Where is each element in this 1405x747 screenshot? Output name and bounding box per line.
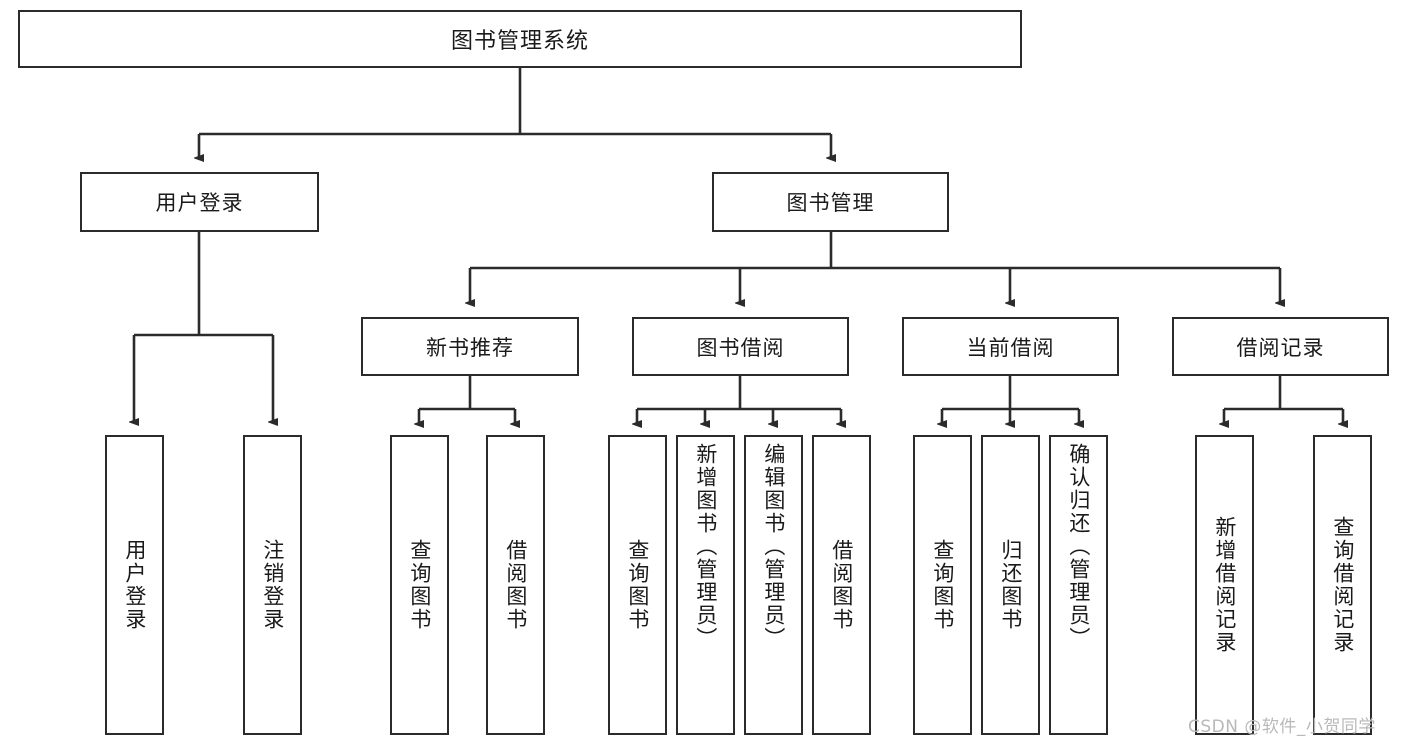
leaf-record-query-record[interactable]: 查询借阅记录	[1313, 435, 1372, 735]
node-borrow-record-label: 借阅记录	[1236, 335, 1325, 360]
leaf-label: 查询图书	[930, 539, 955, 631]
leaf-label: 借阅图书	[503, 539, 528, 631]
leaf-label: 借阅图书	[829, 539, 854, 631]
leaf-current-return-book[interactable]: 归还图书	[981, 435, 1040, 735]
leaf-new-book-query-book[interactable]: 查询图书	[390, 435, 449, 735]
node-book-management[interactable]: 图书管理	[712, 172, 949, 232]
leaf-label: 新增图书（管理员）	[693, 443, 718, 650]
leaf-record-add-record[interactable]: 新增借阅记录	[1195, 435, 1254, 735]
leaf-current-query-book[interactable]: 查询图书	[913, 435, 972, 735]
node-book-management-label: 图书管理	[786, 191, 875, 215]
node-root-label: 图书管理系统	[450, 29, 589, 54]
leaf-new-book-borrow-book[interactable]: 借阅图书	[486, 435, 545, 735]
node-current-borrow[interactable]: 当前借阅	[902, 317, 1119, 376]
leaf-label: 确认归还（管理员）	[1066, 443, 1091, 650]
node-new-book-recommend-label: 新书推荐	[426, 335, 514, 360]
node-user-login-label: 用户登录	[155, 191, 244, 215]
leaf-label: 新增借阅记录	[1212, 516, 1237, 654]
node-user-login[interactable]: 用户登录	[80, 172, 319, 232]
leaf-label: 编辑图书（管理员）	[761, 443, 786, 650]
node-new-book-recommend[interactable]: 新书推荐	[361, 317, 579, 376]
node-book-borrow-label: 图书借阅	[696, 335, 785, 360]
leaf-label: 注销登录	[260, 539, 285, 631]
leaf-borrow-add-book-admin[interactable]: 新增图书（管理员）	[676, 435, 735, 735]
leaf-borrow-query-book[interactable]: 查询图书	[608, 435, 667, 735]
leaf-user-login-login[interactable]: 用户登录	[105, 435, 164, 735]
node-current-borrow-label: 当前借阅	[966, 335, 1055, 360]
leaf-label: 归还图书	[998, 539, 1023, 631]
leaf-borrow-borrow-book[interactable]: 借阅图书	[812, 435, 871, 735]
leaf-current-confirm-return-admin[interactable]: 确认归还（管理员）	[1049, 435, 1108, 735]
node-book-borrow[interactable]: 图书借阅	[632, 317, 849, 376]
leaf-user-login-logout[interactable]: 注销登录	[243, 435, 302, 735]
leaf-label: 查询图书	[625, 539, 650, 631]
leaf-label: 查询借阅记录	[1330, 516, 1355, 654]
leaf-label: 查询图书	[407, 539, 432, 631]
node-root[interactable]: 图书管理系统	[18, 10, 1022, 68]
leaf-label: 用户登录	[122, 539, 147, 631]
node-borrow-record[interactable]: 借阅记录	[1172, 317, 1389, 376]
leaf-borrow-edit-book-admin[interactable]: 编辑图书（管理员）	[744, 435, 803, 735]
watermark: CSDN @软件_小贺同学	[1188, 717, 1376, 737]
